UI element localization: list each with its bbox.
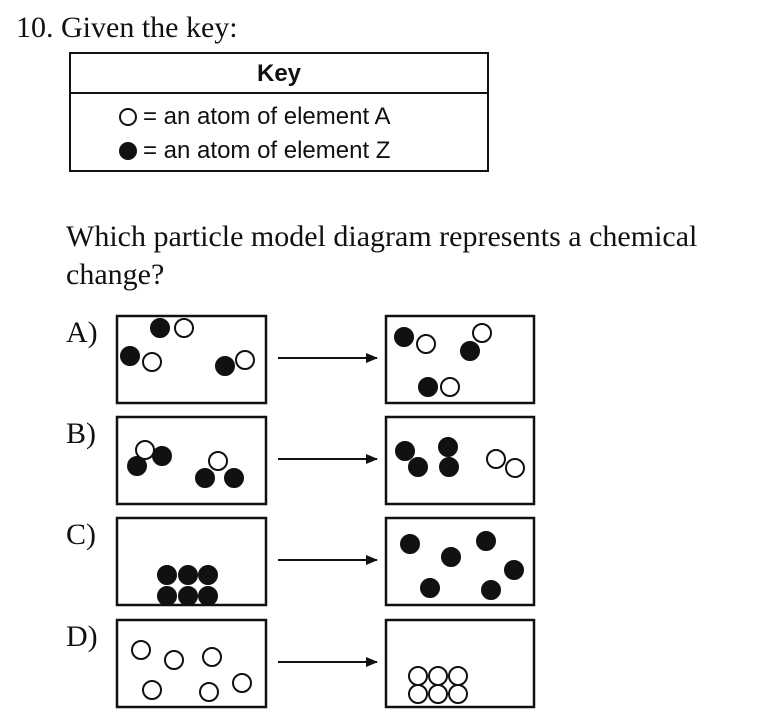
key-title: Key (71, 54, 487, 94)
element-z-atom (120, 346, 140, 366)
element-z-atom (438, 437, 458, 457)
choice-a-before-box (115, 314, 268, 405)
element-a-atom (135, 440, 155, 460)
key-row-text: = an atom of element A (143, 103, 391, 130)
element-z-atom (476, 531, 496, 551)
key-row-text: = an atom of element Z (143, 137, 391, 164)
element-z-atom (418, 377, 438, 397)
element-z-atom (408, 457, 428, 477)
element-a-atom (416, 334, 436, 354)
element-a-atom (505, 458, 525, 478)
element-z-atom (157, 586, 177, 606)
element-z-atom (460, 341, 480, 361)
choice-b-before-box (115, 415, 268, 506)
element-z-atom (178, 565, 198, 585)
choice-a-after-box (384, 314, 536, 405)
choice-label-c: C) (66, 518, 96, 551)
element-z-atom (439, 457, 459, 477)
element-z-atom (215, 356, 235, 376)
element-a-atom (408, 666, 428, 686)
choice-d-after-box (384, 618, 536, 709)
element-a-atom (440, 377, 460, 397)
element-z-atom (481, 580, 501, 600)
key-row-element-z: = an atom of element Z (119, 136, 390, 166)
element-a-atom (232, 673, 252, 693)
element-z-atom (157, 565, 177, 585)
filled-circle-icon (119, 142, 137, 160)
open-circle-icon (119, 108, 137, 126)
choice-b-after-box (384, 415, 536, 506)
choice-c-after-box (384, 516, 536, 607)
element-z-atom (395, 441, 415, 461)
element-z-atom (198, 565, 218, 585)
element-a-atom (131, 640, 151, 660)
element-a-atom (142, 352, 162, 372)
question-prompt: Which particle model diagram represents … (66, 220, 698, 291)
element-a-atom (208, 451, 228, 471)
choice-label-b: B) (66, 417, 96, 450)
question-header: 10. Given the key: (16, 11, 238, 44)
element-z-atom (178, 586, 198, 606)
element-z-atom (152, 446, 172, 466)
element-a-atom (164, 650, 184, 670)
element-a-atom (235, 350, 255, 370)
element-z-atom (224, 468, 244, 488)
element-a-atom (199, 682, 219, 702)
element-a-atom (408, 684, 428, 704)
element-a-atom (448, 684, 468, 704)
element-z-atom (504, 560, 524, 580)
element-z-atom (394, 327, 414, 347)
choice-d-before-box (115, 618, 268, 709)
element-z-atom (150, 318, 170, 338)
element-z-atom (198, 586, 218, 606)
element-a-atom (448, 666, 468, 686)
element-a-atom (174, 318, 194, 338)
element-z-atom (127, 456, 147, 476)
element-a-atom (486, 449, 506, 469)
key-table: Key = an atom of element A = an atom of … (69, 52, 489, 172)
element-z-atom (441, 547, 461, 567)
element-a-atom (428, 666, 448, 686)
element-a-atom (428, 684, 448, 704)
choice-label-d: D) (66, 620, 98, 653)
element-z-atom (400, 534, 420, 554)
element-z-atom (195, 468, 215, 488)
element-a-atom (472, 323, 492, 343)
element-z-atom (420, 578, 440, 598)
element-a-atom (202, 647, 222, 667)
key-row-element-a: = an atom of element A (119, 102, 391, 132)
element-a-atom (142, 680, 162, 700)
choice-label-a: A) (66, 316, 98, 349)
